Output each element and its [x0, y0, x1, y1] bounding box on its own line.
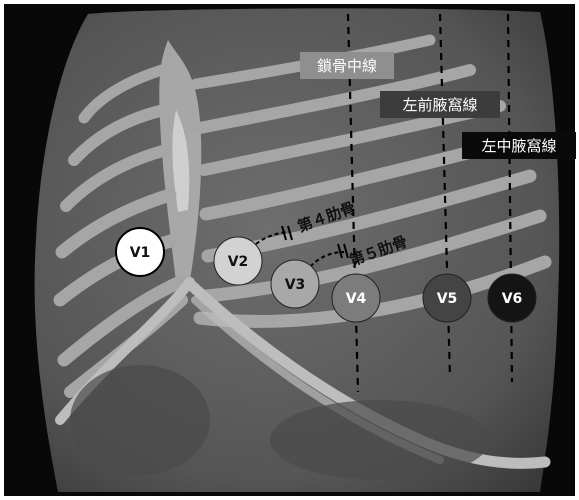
- electrode-v6: V6: [488, 274, 536, 322]
- midclavicular-label: 鎖骨中線: [300, 52, 394, 79]
- electrode-v4: V4: [332, 274, 380, 322]
- electrode-v5-label: V5: [437, 291, 458, 307]
- electrode-v1-label: V1: [130, 245, 151, 261]
- electrode-v2: V2: [214, 237, 262, 285]
- anterior-axillary-label: 左前腋窩線: [380, 91, 500, 118]
- electrode-v1: V1: [116, 228, 164, 276]
- electrode-v3: V3: [271, 260, 319, 308]
- mid-axillary-label-text: 左中腋窩線: [481, 137, 556, 155]
- midclavicular-label-text: 鎖骨中線: [317, 57, 377, 75]
- electrode-v2-label: V2: [228, 254, 249, 270]
- anterior-axillary-label-text: 左前腋窩線: [402, 96, 477, 114]
- electrode-v3-label: V3: [285, 277, 306, 293]
- electrode-v4-label: V4: [346, 291, 367, 307]
- electrode-v6-label: V6: [502, 291, 523, 307]
- electrode-v5: V5: [423, 274, 471, 322]
- mid-axillary-label: 左中腋窩線: [462, 132, 576, 159]
